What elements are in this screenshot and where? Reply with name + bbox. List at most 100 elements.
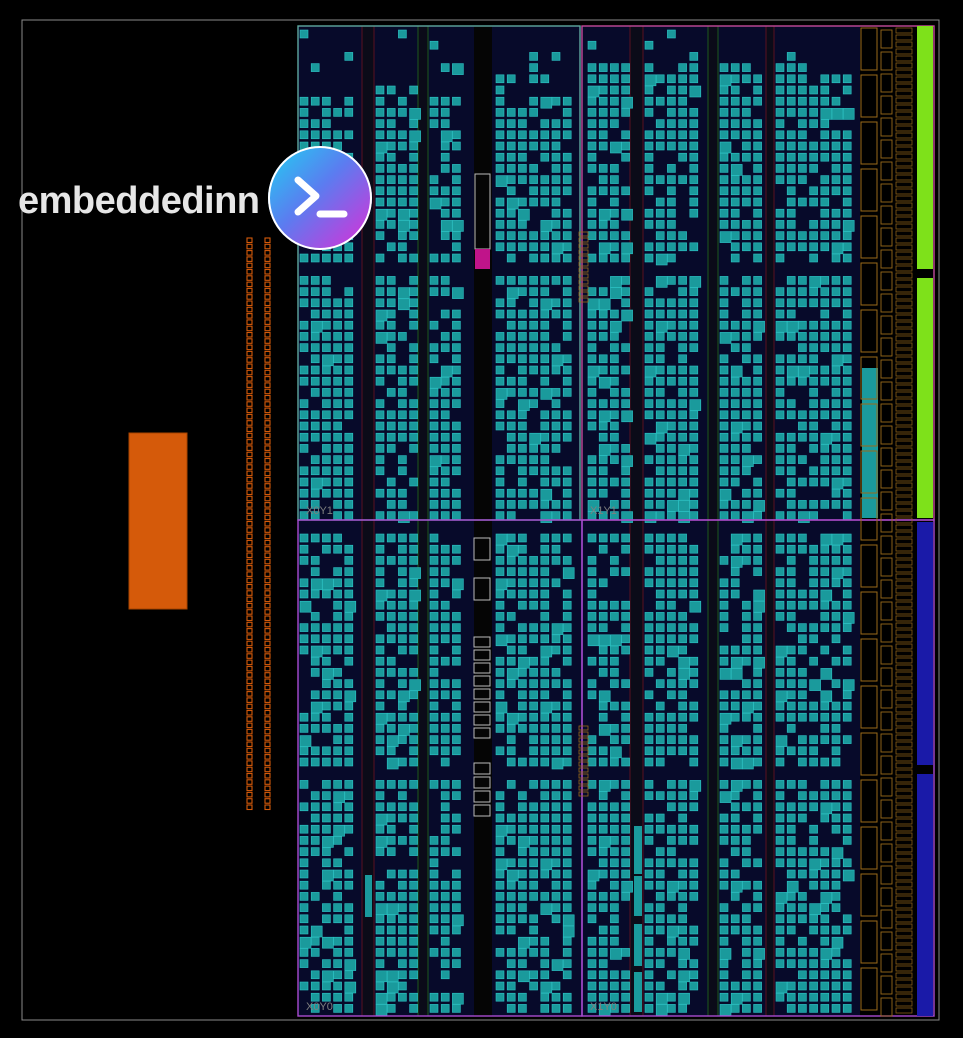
placed-cell — [831, 623, 841, 632]
placed-cell — [299, 466, 309, 476]
placed-cell — [429, 466, 439, 476]
placed-cell — [753, 959, 762, 968]
placed-cell — [842, 567, 852, 576]
placed-cell — [386, 690, 396, 700]
placed-cell — [809, 914, 818, 924]
placed-cell — [333, 824, 345, 837]
placed-cell — [452, 612, 461, 621]
placed-cell — [786, 690, 796, 700]
placed-cell — [753, 612, 762, 621]
placed-cell — [831, 712, 841, 722]
placed-cell — [798, 410, 807, 420]
placed-cell — [551, 52, 561, 61]
placed-cell — [842, 679, 855, 691]
placed-cell — [322, 343, 331, 352]
placed-cell — [587, 253, 597, 263]
io-bank-pin — [895, 958, 913, 965]
placed-cell — [398, 612, 407, 621]
gt-site — [880, 799, 893, 819]
io-bank-pin — [895, 804, 913, 811]
placed-cell — [386, 186, 396, 196]
placed-cell — [429, 511, 439, 520]
placed-cell — [409, 645, 418, 655]
placed-cell — [820, 847, 830, 856]
placed-cell — [299, 253, 309, 263]
placed-cell — [820, 690, 833, 703]
placed-cell — [562, 220, 572, 229]
io-pin — [264, 520, 271, 527]
placed-cell — [598, 220, 608, 229]
placed-cell — [375, 410, 385, 420]
placed-cell — [842, 600, 852, 610]
placed-cell — [506, 556, 516, 565]
gt-site — [860, 356, 878, 400]
gt-site — [880, 117, 893, 137]
io-pin — [264, 571, 271, 577]
gt-site — [880, 535, 893, 555]
placed-cell — [506, 410, 516, 420]
placed-cell — [786, 656, 796, 666]
placed-cell — [322, 914, 331, 924]
placed-cell — [551, 679, 561, 688]
placed-cell — [678, 544, 687, 554]
io-bank — [917, 278, 933, 518]
placed-cell — [719, 690, 729, 700]
placed-cell — [587, 970, 597, 980]
placed-cell — [742, 421, 751, 431]
placed-cell — [644, 712, 654, 722]
io-pin — [246, 703, 253, 710]
placed-cell — [310, 500, 320, 509]
io-bank-pin — [895, 391, 913, 398]
placed-cell — [809, 903, 821, 915]
placed-cell — [452, 645, 461, 655]
io-pin — [246, 514, 253, 521]
gt-site — [880, 777, 893, 797]
gt-site — [880, 161, 893, 181]
io-block[interactable] — [128, 432, 188, 610]
io-banks — [860, 26, 933, 1017]
io-pin — [264, 779, 271, 785]
placed-cell — [562, 802, 572, 812]
placed-cell — [798, 455, 807, 464]
placed-cell — [809, 1004, 818, 1013]
placed-cell — [730, 186, 740, 196]
placed-cell — [831, 332, 841, 341]
placed-cell — [551, 130, 561, 140]
placed-cell — [742, 623, 751, 632]
io-pin — [246, 445, 253, 451]
placed-cell — [742, 410, 751, 420]
placed-cell — [551, 354, 564, 367]
placed-cell — [753, 276, 762, 285]
placed-cell — [344, 477, 354, 487]
io-pin — [264, 621, 271, 628]
placed-cell — [786, 320, 799, 333]
placed-cell — [667, 309, 676, 319]
placed-cell — [495, 119, 505, 128]
placed-cell — [409, 634, 418, 644]
gt-site — [860, 309, 878, 353]
gt-site — [880, 689, 893, 709]
placed-cell — [299, 589, 309, 599]
placed-cell — [587, 948, 597, 957]
placed-cell — [322, 645, 331, 655]
placed-cell — [551, 623, 564, 635]
placed-cell — [409, 544, 418, 554]
placed-cell — [798, 276, 807, 285]
placed-cell — [610, 892, 619, 901]
placed-cell — [667, 500, 679, 512]
placed-cell — [644, 74, 657, 87]
io-pin — [246, 376, 253, 382]
placed-cell — [409, 925, 418, 935]
placed-cell — [678, 679, 687, 688]
placed-cell — [842, 242, 852, 252]
placed-cell — [495, 556, 505, 565]
placed-cell — [540, 791, 550, 800]
placed-cell — [540, 936, 550, 946]
placed-cell — [742, 981, 751, 991]
placed-cell — [310, 925, 323, 938]
placed-cell — [518, 936, 530, 949]
placed-cell — [798, 533, 807, 543]
placed-cell — [429, 1004, 439, 1013]
